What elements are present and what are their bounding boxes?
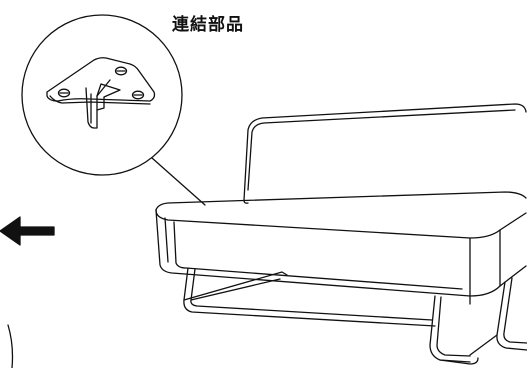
sofa-illustration bbox=[155, 103, 527, 365]
connector-label: 連結部品 bbox=[172, 15, 244, 35]
detail-magnifier-circle bbox=[21, 14, 183, 176]
partial-detail-circle bbox=[7, 324, 14, 368]
connector-bracket-icon bbox=[46, 57, 156, 129]
callout-leader-line bbox=[151, 157, 206, 206]
arrow-left-icon bbox=[0, 216, 55, 246]
